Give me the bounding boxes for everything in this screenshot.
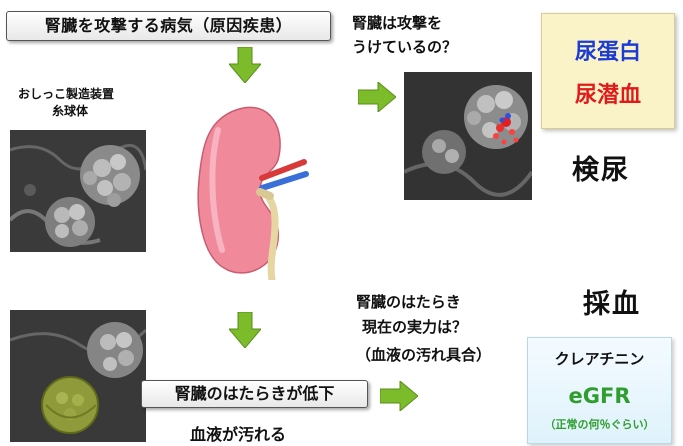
attack-question: 腎臓は攻撃を うけているの？ bbox=[352, 11, 457, 59]
egfr-label: eGFR bbox=[528, 384, 671, 408]
blood-test-label: 採血 bbox=[583, 282, 641, 321]
urine-protein-label: 尿蛋白 bbox=[542, 34, 674, 66]
glomerulus-label-line1: おしっこ製造装置 bbox=[18, 86, 114, 103]
urine-occult-blood-label: 尿潜血 bbox=[542, 77, 674, 109]
kidney-illustration bbox=[196, 100, 316, 280]
function-question-line3: （血液の汚れ具合） bbox=[356, 344, 491, 365]
glomerulus-label: おしっこ製造装置 糸球体 bbox=[18, 86, 114, 120]
kidney-function-box: クレアチニン eGFR （正常の何％ぐらい） bbox=[527, 337, 672, 444]
urine-test-box: 尿蛋白 尿潜血 bbox=[541, 13, 675, 129]
attack-question-line2: うけているの？ bbox=[352, 35, 457, 59]
damaged-glomerulus-micrograph bbox=[404, 72, 532, 200]
function-question-line1: 腎臓のはたらき bbox=[356, 290, 467, 315]
attack-question-line1: 腎臓は攻撃を bbox=[352, 11, 457, 35]
cause-disease-text: 腎臓を攻撃する病気（原因疾患） bbox=[45, 16, 293, 35]
sclerotic-glomerulus-micrograph bbox=[10, 310, 146, 442]
glomerulus-micrograph bbox=[10, 130, 146, 252]
down-arrow-icon bbox=[229, 312, 261, 348]
egfr-note: （正常の何％ぐらい） bbox=[528, 416, 671, 432]
down-arrow-icon bbox=[229, 47, 261, 83]
creatinine-label: クレアチニン bbox=[528, 348, 671, 369]
glomerulus-label-line2: 糸球体 bbox=[18, 103, 114, 120]
blood-dirty-text: 血液が汚れる bbox=[190, 421, 286, 445]
function-question-line2: 現在の実力は？ bbox=[356, 315, 467, 340]
cause-disease-box: 腎臓を攻撃する病気（原因疾患） bbox=[6, 11, 331, 41]
function-question: 腎臓のはたらき 現在の実力は？ bbox=[356, 290, 467, 340]
function-decline-text: 腎臓のはたらきが低下 bbox=[175, 384, 335, 403]
right-arrow-icon bbox=[358, 82, 396, 112]
urinalysis-label: 検尿 bbox=[572, 148, 630, 187]
right-arrow-icon bbox=[380, 381, 418, 411]
function-decline-box: 腎臓のはたらきが低下 bbox=[141, 380, 368, 408]
